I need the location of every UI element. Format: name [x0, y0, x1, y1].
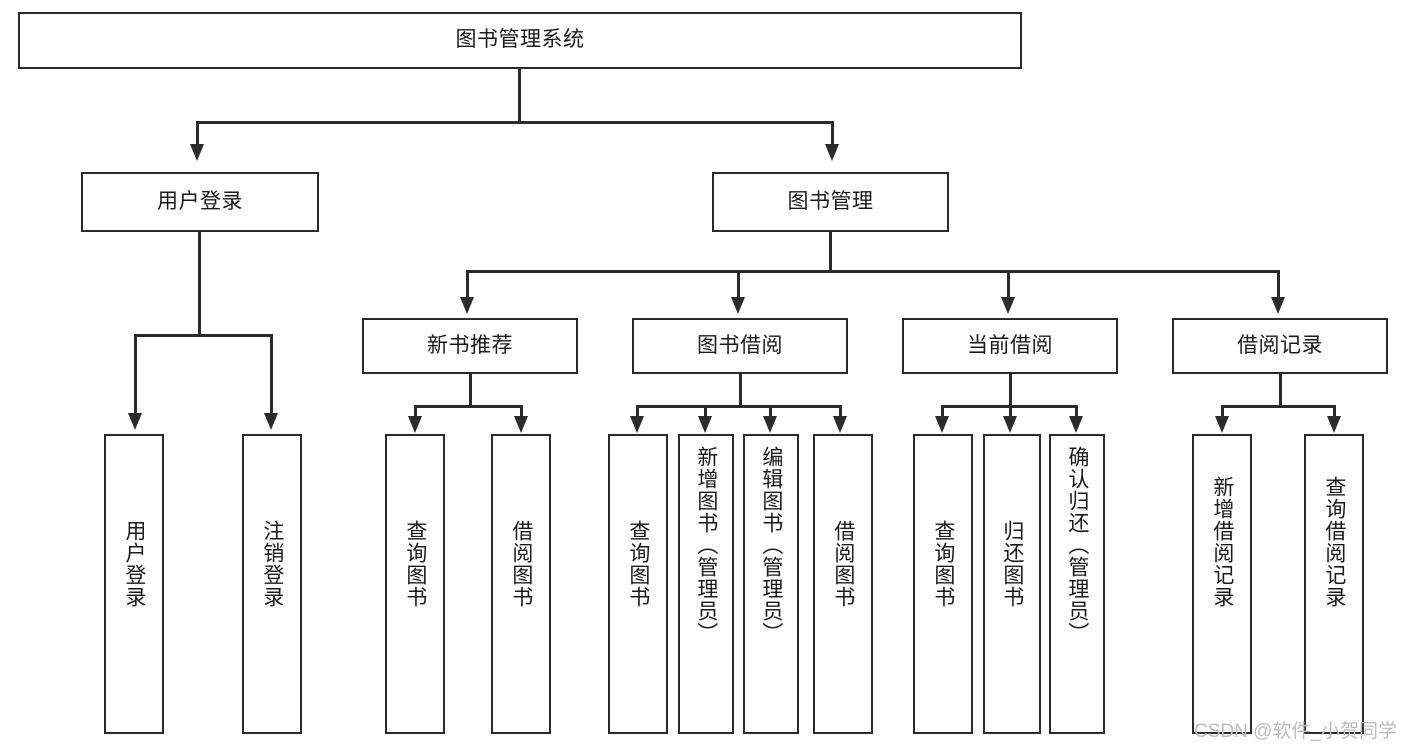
edge-user-login-to-leaf-0 [134, 334, 137, 416]
node-book-management[interactable]: 图书管理 [712, 172, 949, 232]
edge-book-management-to-book-borrow [737, 270, 740, 300]
leaf-book-borrow-0[interactable]: 查询图书 [608, 434, 668, 734]
edge-root-to-user-login [196, 121, 199, 147]
arrow-book-borrow-to-leaf-1 [698, 416, 712, 433]
edge-root-to-book-management [831, 121, 834, 147]
arrow-book-management-to-book-borrow [731, 297, 745, 314]
node-label: 借阅图书 [509, 520, 533, 608]
node-borrow-record[interactable]: 借阅记录 [1172, 318, 1388, 374]
arrow-current-borrow-to-leaf-0 [935, 416, 949, 433]
leaf-user-login-1[interactable]: 注销登录 [242, 434, 302, 734]
node-label: 新书推荐 [427, 333, 513, 357]
node-book-borrow[interactable]: 图书借阅 [632, 318, 848, 374]
node-label: 确认归还（管理员） [1065, 446, 1089, 644]
edge-borrow-record-bus [1221, 405, 1336, 408]
node-label: 图书借阅 [697, 333, 783, 357]
edge-current-borrow-to-leaf-1 [1009, 405, 1012, 419]
node-label: 注销登录 [260, 520, 284, 608]
arrow-book-borrow-to-leaf-2 [763, 416, 777, 433]
edge-user-login-stem [198, 232, 201, 336]
edge-book-management-to-new-book [466, 270, 469, 300]
edge-book-borrow-to-leaf-3 [839, 405, 842, 419]
arrow-root-to-user-login [190, 144, 204, 161]
node-label: 查询图书 [931, 520, 955, 608]
node-label: 新增借阅记录 [1210, 476, 1234, 608]
node-label: 图书管理 [787, 189, 874, 213]
node-label: 新增图书（管理员） [694, 446, 718, 644]
arrow-book-management-to-new-book [460, 297, 474, 314]
node-current-borrow[interactable]: 当前借阅 [902, 318, 1118, 374]
node-label: 查询图书 [403, 520, 427, 608]
edge-book-borrow-to-leaf-1 [704, 405, 707, 419]
arrow-current-borrow-to-leaf-2 [1069, 416, 1083, 433]
leaf-new-book-recommend-0[interactable]: 查询图书 [385, 434, 445, 734]
arrow-user-login-to-leaf-1 [264, 413, 278, 430]
edge-current-borrow-stem [1009, 374, 1012, 407]
leaf-current-borrow-0[interactable]: 查询图书 [913, 434, 973, 734]
node-label: 查询借阅记录 [1322, 476, 1346, 608]
edge-new-book-stem [469, 374, 472, 407]
node-label: 查询图书 [626, 520, 650, 608]
arrow-book-management-to-current-borrow [1001, 297, 1015, 314]
arrow-book-management-to-borrow-record [1271, 297, 1285, 314]
node-label: 用户登录 [157, 189, 243, 213]
node-label: 归还图书 [1000, 520, 1024, 608]
edge-new-book-to-leaf-0 [414, 405, 417, 419]
arrow-user-login-to-leaf-0 [128, 413, 142, 430]
node-label: 用户登录 [122, 520, 146, 608]
node-label: 当前借阅 [967, 333, 1053, 357]
arrow-book-borrow-to-leaf-0 [630, 416, 644, 433]
edge-new-book-bus [414, 405, 523, 408]
csdn-watermark: CSDN @软件_小贺同学 [1194, 721, 1397, 742]
edge-user-login-bus [134, 334, 273, 337]
arrow-book-borrow-to-leaf-3 [833, 416, 847, 433]
edge-book-management-to-current-borrow [1007, 270, 1010, 300]
edge-borrow-record-to-leaf-0 [1221, 405, 1224, 419]
edge-book-management-stem [829, 232, 832, 272]
node-user-login[interactable]: 用户登录 [81, 172, 319, 232]
leaf-book-borrow-1[interactable]: 新增图书（管理员） [678, 434, 734, 734]
leaf-new-book-recommend-1[interactable]: 借阅图书 [491, 434, 551, 734]
edge-book-borrow-bus [636, 405, 842, 408]
arrow-borrow-record-to-leaf-0 [1215, 416, 1229, 433]
edge-root-bus [196, 121, 834, 124]
edge-borrow-record-to-leaf-1 [1333, 405, 1336, 419]
edge-book-borrow-stem [739, 374, 742, 407]
edge-book-borrow-to-leaf-0 [636, 405, 639, 419]
leaf-borrow-record-1[interactable]: 查询借阅记录 [1304, 434, 1364, 734]
leaf-current-borrow-2[interactable]: 确认归还（管理员） [1049, 434, 1105, 734]
leaf-book-borrow-2[interactable]: 编辑图书（管理员） [743, 434, 799, 734]
edge-root-stem [518, 69, 521, 121]
node-label: 图书管理系统 [455, 28, 585, 52]
arrow-borrow-record-to-leaf-1 [1327, 416, 1341, 433]
edge-book-management-bus [466, 270, 1280, 273]
edge-new-book-to-leaf-1 [520, 405, 523, 419]
node-label: 借阅图书 [831, 520, 855, 608]
arrow-root-to-book-management [825, 144, 839, 161]
node-label: 编辑图书（管理员） [759, 446, 783, 644]
node-root-book-management-system[interactable]: 图书管理系统 [18, 12, 1022, 69]
node-label: 借阅记录 [1237, 333, 1323, 357]
node-new-book-recommend[interactable]: 新书推荐 [362, 318, 578, 374]
leaf-borrow-record-0[interactable]: 新增借阅记录 [1192, 434, 1252, 734]
leaf-current-borrow-1[interactable]: 归还图书 [983, 434, 1041, 734]
edge-borrow-record-stem [1279, 374, 1282, 407]
arrow-new-book-to-leaf-0 [408, 416, 422, 433]
edge-book-borrow-to-leaf-2 [769, 405, 772, 419]
leaf-book-borrow-3[interactable]: 借阅图书 [813, 434, 873, 734]
arrow-new-book-to-leaf-1 [514, 416, 528, 433]
edge-current-borrow-to-leaf-2 [1075, 405, 1078, 419]
arrow-current-borrow-to-leaf-1 [1003, 416, 1017, 433]
edge-current-borrow-to-leaf-0 [941, 405, 944, 419]
edge-user-login-to-leaf-1 [270, 334, 273, 416]
edge-book-management-to-borrow-record [1277, 270, 1280, 300]
leaf-user-login-0[interactable]: 用户登录 [104, 434, 164, 734]
